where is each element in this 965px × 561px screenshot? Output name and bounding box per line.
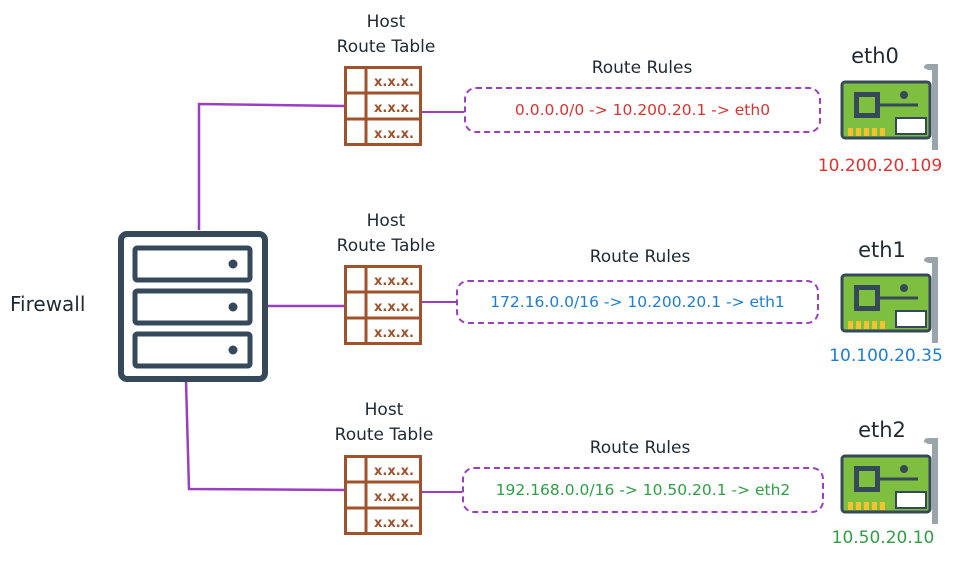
route-rules-title: Route Rules [589,247,691,267]
route-rule-text: 172.16.0.0/16 -> 10.200.20.1 -> eth1 [490,293,785,311]
table-cell-0: x.x.x. [374,274,414,289]
route-rules-title: Route Rules [591,58,693,78]
wire-row-2 [184,380,345,492]
route-rule-box-eth1: 172.16.0.0/16 -> 10.200.20.1 -> eth1 [456,280,819,324]
route-rule-box-eth2: 192.168.0.0/16 -> 10.50.20.1 -> eth2 [462,467,824,513]
route-table-icon: x.x.x. x.x.x. x.x.x. [344,265,422,345]
firewall-label: Firewall [10,292,86,316]
interface-ip-eth2: 10.50.20.10 [831,528,935,548]
route-table-icon: x.x.x. x.x.x. x.x.x. [344,66,422,146]
interface-name-eth2: eth2 [858,418,906,442]
route-rule-text: 192.168.0.0/16 -> 10.50.20.1 -> eth2 [495,481,791,499]
interface-name-eth0: eth0 [851,44,899,68]
interface-ip-eth1: 10.100.20.35 [829,346,943,366]
host-title-line2: Route Table [334,425,434,445]
host-title-line2: Route Table [336,37,436,57]
host-title-line1: Host [364,400,404,420]
host-route-table-title: Host Route Table [337,10,436,60]
route-rule-text: 0.0.0.0/0 -> 10.200.20.1 -> eth0 [514,101,771,119]
interface-name-eth1: eth1 [858,238,906,262]
host-title-line1: Host [366,211,406,231]
table-cell-1: x.x.x. [374,300,414,315]
host-title-line2: Route Table [336,236,436,256]
wire-row-0 [197,102,345,230]
table-cell-0: x.x.x. [374,75,414,90]
route-rules-title: Route Rules [589,438,691,458]
firewall-server-icon [118,231,268,382]
table-cell-2: x.x.x. [374,516,414,531]
network-card-icon [840,64,938,150]
table-cell-2: x.x.x. [374,326,414,341]
table-cell-1: x.x.x. [374,101,414,116]
host-route-table-title: Host Route Table [337,209,436,259]
host-title-line1: Host [366,12,406,32]
table-cell-0: x.x.x. [374,464,414,479]
network-card-icon [840,257,938,343]
route-table-icon: x.x.x. x.x.x. x.x.x. [344,455,422,535]
table-cell-2: x.x.x. [374,127,414,142]
network-card-icon [840,438,938,524]
interface-ip-eth0: 10.200.20.109 [817,156,943,176]
table-cell-1: x.x.x. [374,490,414,505]
route-rule-box-eth0: 0.0.0.0/0 -> 10.200.20.1 -> eth0 [464,87,821,133]
host-route-table-title: Host Route Table [335,398,434,448]
